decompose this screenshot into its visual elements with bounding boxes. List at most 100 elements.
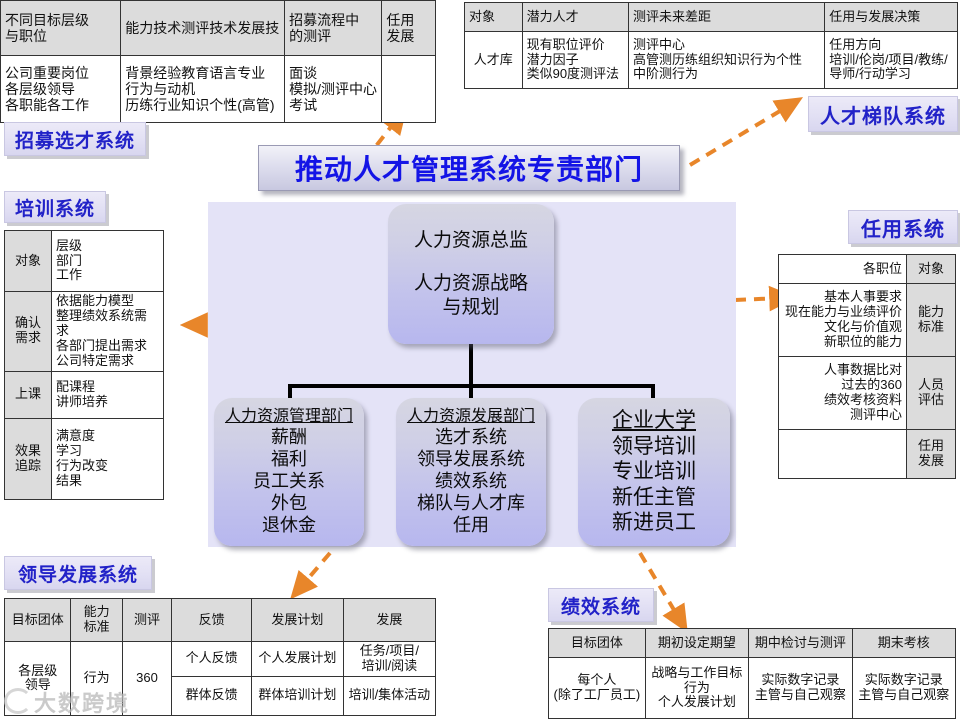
chip-label: 任用系统 — [861, 218, 945, 241]
cell-line: 各职位 — [862, 260, 902, 276]
cell-line: 公司重要岗位 — [5, 64, 89, 81]
node-line: 人力资源总监 — [413, 230, 528, 252]
recruit-header-2: 招募流程中 的测评 — [284, 0, 383, 56]
node-line: 梯队与人才库 — [417, 492, 525, 513]
cell-line: 能力技术测评技术发展技 — [125, 19, 280, 36]
cell-line: 工作 — [56, 267, 83, 283]
cell-line: 类似90度测评法 — [526, 66, 620, 82]
talent-cell-0: 人才库 — [464, 31, 523, 89]
table-assignment-system: 各职位 对象 基本人事要求 现在能力与业绩评价 文化与价值观 新职位的能力 能力… — [778, 254, 956, 479]
training-value-0: 层级 部门 工作 — [51, 230, 164, 292]
node-line: 福利 — [271, 448, 307, 469]
cell-line: 能力 — [83, 604, 110, 620]
cell-line: 任用与发展决策 — [829, 8, 921, 24]
cell-line: 各层级领导 — [5, 80, 75, 97]
cell-line: 配课程 — [56, 378, 96, 394]
cell-line: 任用 — [386, 11, 415, 28]
assignment-label-1: 能力 标准 — [906, 283, 956, 357]
cell-line: 行为与动机 — [125, 80, 196, 97]
chip-talent-pipeline-system[interactable]: 人才梯队系统 — [808, 96, 958, 132]
chip-assignment-system[interactable]: 任用系统 — [848, 210, 958, 244]
leadership-header-2: 测评 — [121, 598, 173, 642]
performance-header-1: 期初设定期望 — [644, 628, 750, 658]
cell-line: 现在能力与业绩评价 — [784, 304, 902, 320]
cell-line: 行为改变 — [56, 457, 109, 473]
table-row: 任用 发展 — [778, 429, 956, 479]
table-talent-pipeline: 对象 潜力人才 测评未来差距 任用与发展决策 人才库 现有职位评价 潜力因子 类… — [464, 2, 958, 89]
chip-label: 领导发展系统 — [17, 564, 138, 586]
cell-line: 测评 — [134, 611, 161, 627]
node-line: 选才系统 — [435, 426, 507, 447]
chip-training-system[interactable]: 培训系统 — [4, 191, 106, 223]
chip-label: 人才梯队系统 — [820, 105, 946, 128]
cell-line: 个人发展计划 — [657, 694, 736, 710]
cell-line: 测评未来差距 — [633, 8, 712, 24]
cell-line: 学习 — [56, 442, 83, 458]
cell-line: 潜力因子 — [526, 51, 579, 67]
cell-line: 现有职位评价 — [526, 36, 605, 52]
cell-line: 战略与工作目标 — [651, 664, 743, 680]
node-hr-development-dept[interactable]: 人力资源发展部门 选才系统 领导发展系统 绩效系统 梯队与人才库 任用 — [396, 398, 546, 546]
cell-line: 目标团体 — [570, 634, 623, 650]
cell-line: 不同目标层级 — [5, 11, 89, 28]
node-line: 绩效系统 — [435, 470, 507, 491]
node-hr-management-dept[interactable]: 人力资源管理部门 薪酬 福利 员工关系 外包 退休金 — [214, 398, 364, 546]
node-line: 任用 — [453, 514, 489, 535]
cell-line: 实际数字记录 — [761, 672, 840, 688]
leadership-header-4: 发展计划 — [251, 598, 344, 642]
cell-line: 任务/项目/ — [359, 643, 419, 658]
table-leadership-development: 目标团体 能力 标准 测评 反馈 发展计划 发展 各层级 领导 — [3, 598, 437, 716]
node-hr-director[interactable]: 人力资源总监 人力资源战略 与规划 — [388, 204, 554, 344]
cell-line: 任用方向 — [829, 36, 882, 52]
training-value-1: 依据能力模型 整理绩效系统需求 各部门提出需求 公司特定需求 — [51, 291, 164, 372]
cell-line: 群体培训计划 — [258, 687, 337, 703]
table-performance-system: 目标团体 期初设定期望 期中检讨与测评 期末考核 每个人 (除了工厂员工) 战略… — [548, 628, 957, 719]
table-row: 群体反馈 群体培训计划 培训/集体活动 — [5, 675, 437, 716]
talent-header-3: 任用与发展决策 — [824, 2, 958, 32]
cell-line: 发展 — [917, 453, 944, 468]
cell-line: 发展 — [386, 28, 415, 44]
node-corporate-university[interactable]: 企业大学 领导培训 专业培训 新任主管 新进员工 — [578, 398, 730, 546]
recruit-header-3: 任用 发展 — [381, 0, 436, 56]
table-row: 目标团体 能力 标准 测评 反馈 发展计划 发展 — [3, 598, 437, 642]
cell-line: 招募流程中 — [289, 11, 360, 28]
leadership-header-5: 发展 — [342, 598, 437, 642]
cell-line: 标准 — [917, 319, 944, 334]
cell-line: 主管与自己观察 — [754, 687, 846, 702]
leadership-assessment: 360 — [121, 641, 173, 716]
chip-performance-system[interactable]: 绩效系统 — [548, 588, 654, 622]
leadership-plan-1: 群体培训计划 — [251, 675, 344, 716]
cell-line: 培训/集体活动 — [348, 687, 431, 703]
assignment-label-2: 人员 评估 — [906, 356, 956, 430]
leadership-plan-0: 个人发展计划 — [251, 641, 344, 677]
leadership-feedback-1: 群体反馈 — [171, 675, 253, 716]
node-title: 人力资源管理部门 — [224, 408, 353, 426]
cell-line: 任用 — [917, 438, 944, 454]
cell-line: 个人反馈 — [185, 650, 238, 666]
cell-line: 历练行业知识个性(高管) — [125, 97, 275, 114]
assignment-label-0: 对象 — [906, 254, 956, 284]
cell-line: 部门 — [56, 252, 83, 268]
chip-recruit-system[interactable]: 招募选才系统 — [4, 122, 146, 156]
connector-branch-left — [288, 384, 292, 406]
cell-line: 期末考核 — [877, 634, 930, 650]
cell-line: 依据能力模型 — [56, 293, 135, 308]
table-row: 公司重要岗位 各层级领导 各职能各工作 背景经验教育语言专业 行为与动机 历练行… — [0, 55, 436, 123]
leadership-feedback-0: 个人反馈 — [171, 641, 253, 677]
table-row: 各职位 对象 — [778, 254, 956, 284]
cell-line: 中阶测行为 — [633, 66, 699, 82]
performance-header-3: 期末考核 — [851, 628, 957, 658]
cell-line: 各层级 — [18, 662, 58, 678]
recruit-header-0: 不同目标层级 与职位 — [0, 0, 122, 56]
cell-line: 背景经验教育语言专业 — [125, 64, 266, 81]
performance-cell-1: 战略与工作目标 行为 个人发展计划 — [644, 657, 750, 719]
table-row: 人事数据比对 过去的360 绩效考核资料 测评中心 人员 评估 — [778, 356, 956, 430]
cell-line: 个人发展计划 — [258, 650, 337, 666]
connector-vertical-root — [469, 344, 473, 386]
chip-leadership-development-system[interactable]: 领导发展系统 — [4, 556, 152, 590]
table-row: 人才库 现有职位评价 潜力因子 类似90度测评法 测评中心 高管测历练组织知识行… — [464, 31, 958, 89]
table-row: 不同目标层级 与职位 能力技术测评技术发展技 招募流程中 的测评 任用 发展 — [0, 0, 436, 56]
node-line: 领导培训 — [612, 434, 696, 458]
cell-line: 评估 — [917, 392, 944, 407]
